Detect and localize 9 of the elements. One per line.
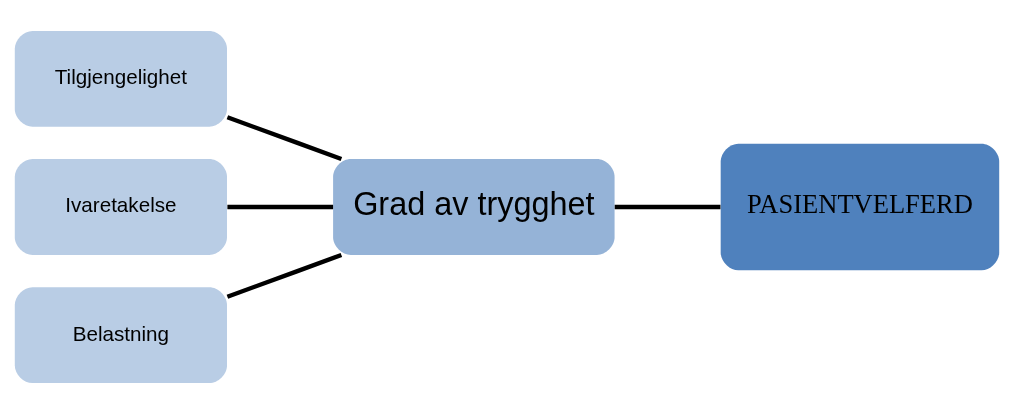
node-box: Belastning (14, 287, 227, 384)
connector (226, 252, 343, 299)
connector (226, 115, 343, 162)
node-box: PASIENTVELFERD (720, 143, 1000, 271)
connector (227, 204, 334, 210)
node-box: Ivaretakelse (14, 159, 227, 255)
node-box: Grad av trygghet (333, 159, 615, 255)
node-box: Tilgjengelighet (14, 30, 227, 127)
connector (614, 204, 721, 210)
